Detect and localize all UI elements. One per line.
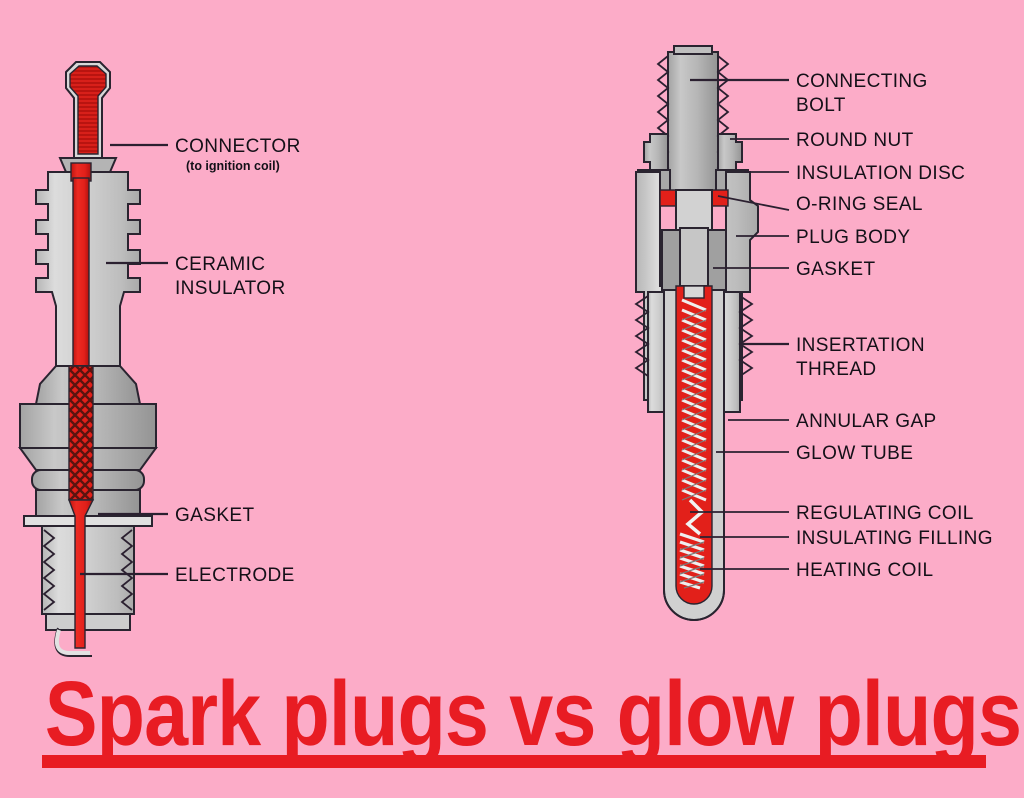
label-connecting-bolt-line2: BOLT <box>796 95 846 116</box>
glow-plug-bolt-cap <box>673 45 713 55</box>
glow-plug-heating-coil-shadow <box>679 541 705 589</box>
spark-plug-labels: CONNECTOR (to ignition coil) CERAMIC INS… <box>80 136 301 586</box>
label-insulation-disc: INSULATION DISC <box>796 163 965 184</box>
label-insulating-filling: INSULATING FILLING <box>796 528 993 549</box>
label-connecting-bolt-line1: CONNECTING <box>796 71 928 92</box>
spark-plug-thread-left <box>42 529 56 611</box>
glow-plug-drawing <box>634 45 759 621</box>
label-gasket-right: GASKET <box>796 259 875 280</box>
spark-plug-center-rod <box>72 177 90 372</box>
spark-plug-ground-electrode-fill <box>54 629 90 655</box>
spark-plug-thread-right <box>120 529 134 611</box>
glow-plug-tube-tip-outline <box>663 470 725 621</box>
glow-plug-insertation-thread-left <box>634 295 650 377</box>
glow-plug-inner-column-low <box>679 227 709 287</box>
glow-plug-connecting-bolt <box>667 51 719 203</box>
label-round-nut: ROUND NUT <box>796 130 914 151</box>
title-block: Spark plugs vs glow plugs <box>42 662 1022 768</box>
spark-plug-gasket <box>23 515 153 527</box>
page-title: Spark plugs vs glow plugs <box>45 662 1021 765</box>
label-ceramic-insulator-line1: CERAMIC <box>175 254 265 275</box>
title-underline <box>42 755 986 768</box>
spark-plug-shell-tip <box>45 613 131 631</box>
label-insertation-thread-line1: INSERTATION <box>796 335 925 356</box>
spark-plug-resistor-seal <box>68 365 94 501</box>
leader-o-ring-seal <box>717 195 790 211</box>
glow-plug-coil-link <box>685 498 705 536</box>
spark-plug-drawing <box>18 61 158 657</box>
label-connector: CONNECTOR <box>175 136 301 157</box>
glow-plug-insertation-thread-right <box>738 295 754 377</box>
label-insertation-thread-line2: THREAD <box>796 359 877 380</box>
label-annular-gap: ANNULAR GAP <box>796 411 937 432</box>
label-regulating-coil: REGULATING COIL <box>796 503 974 524</box>
spark-plug-terminal-nut <box>65 61 111 159</box>
label-plug-body: PLUG BODY <box>796 227 910 248</box>
label-gasket-left: GASKET <box>175 505 254 526</box>
label-o-ring-seal: O-RING SEAL <box>796 194 923 215</box>
glow-plug-round-nut <box>643 133 669 171</box>
spark-plug-thread-shell <box>41 525 135 615</box>
label-ceramic-insulator-line2: INSULATOR <box>175 278 286 299</box>
label-electrode: ELECTRODE <box>175 565 295 586</box>
label-connector-sub: (to ignition coil) <box>186 159 280 173</box>
glow-plug-inner-cap <box>683 285 705 299</box>
glow-plug-regulating-coil-shadow <box>681 309 707 501</box>
label-glow-tube: GLOW TUBE <box>796 443 913 464</box>
glow-plug-labels: CONNECTING BOLT ROUND NUT INSULATION DIS… <box>690 71 993 581</box>
label-heating-coil: HEATING COIL <box>796 560 933 581</box>
glow-plug-inner-column <box>675 189 713 231</box>
